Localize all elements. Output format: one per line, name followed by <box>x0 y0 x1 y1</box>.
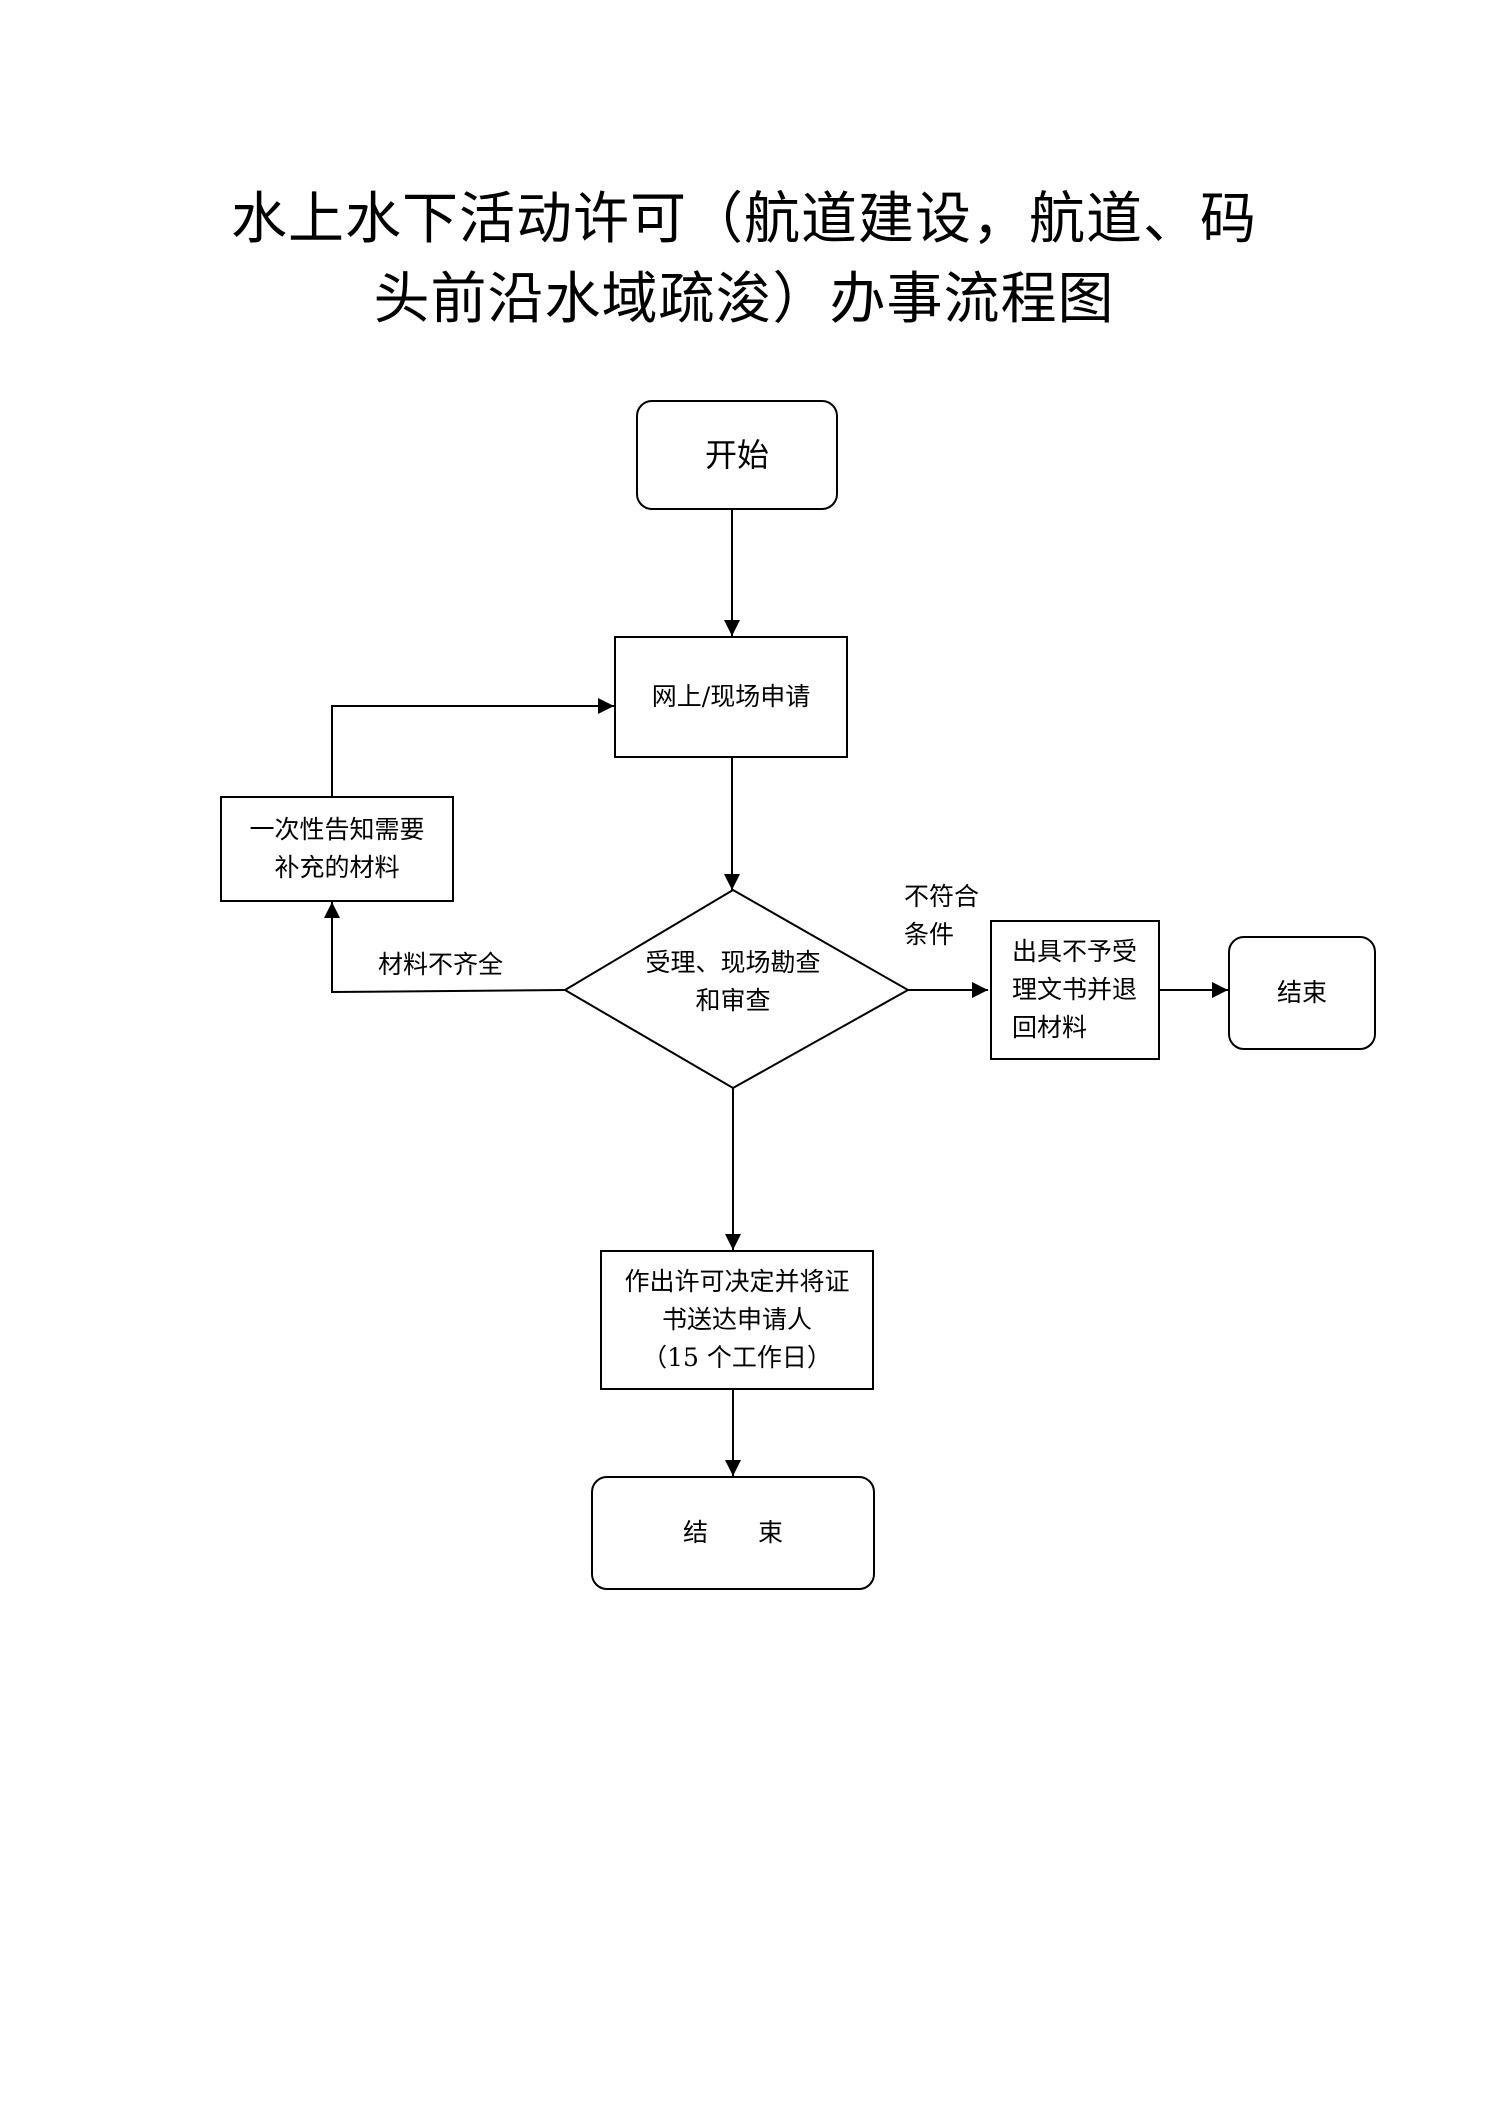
title-line-1: 水上水下活动许可（航道建设，航道、码 <box>231 187 1257 252</box>
notify-supplement-label: 一次性告知需要 补充的材料 <box>249 815 425 882</box>
reject-node: 出具不予受 理文书并退 回材料 <box>990 920 1160 1060</box>
arrow-notify-to-apply <box>331 698 614 796</box>
page-title: 水上水下活动许可（航道建设，航道、码 头前沿水域疏浚）办事流程图 <box>0 180 1488 340</box>
apply-node: 网上/现场申请 <box>614 636 848 758</box>
edge-label-not-qualified: 不符合 条件 <box>904 882 980 949</box>
end-right-node: 结束 <box>1228 936 1376 1050</box>
approve-node: 作出许可决定并将证 书送达申请人 （15 个工作日） <box>600 1250 874 1390</box>
reject-node-label: 出具不予受 理文书并退 回材料 <box>1012 937 1138 1042</box>
end-right-node-label: 结束 <box>1276 978 1327 1007</box>
apply-node-label: 网上/现场申请 <box>651 682 811 711</box>
end-bottom-node-label: 结 束 <box>682 1518 783 1547</box>
title-line-2: 头前沿水域疏浚）办事流程图 <box>373 267 1115 332</box>
review-node-label: 受理、现场勘查 和审查 <box>645 948 821 1015</box>
approve-node-label: 作出许可决定并将证 书送达申请人 （15 个工作日） <box>624 1267 850 1372</box>
notify-supplement-node: 一次性告知需要 补充的材料 <box>220 796 454 902</box>
start-node-label: 开始 <box>704 436 769 474</box>
edge-label-incomplete: 材料不齐全 <box>378 950 504 979</box>
start-node: 开始 <box>636 400 838 510</box>
end-bottom-node: 结 束 <box>591 1476 875 1590</box>
